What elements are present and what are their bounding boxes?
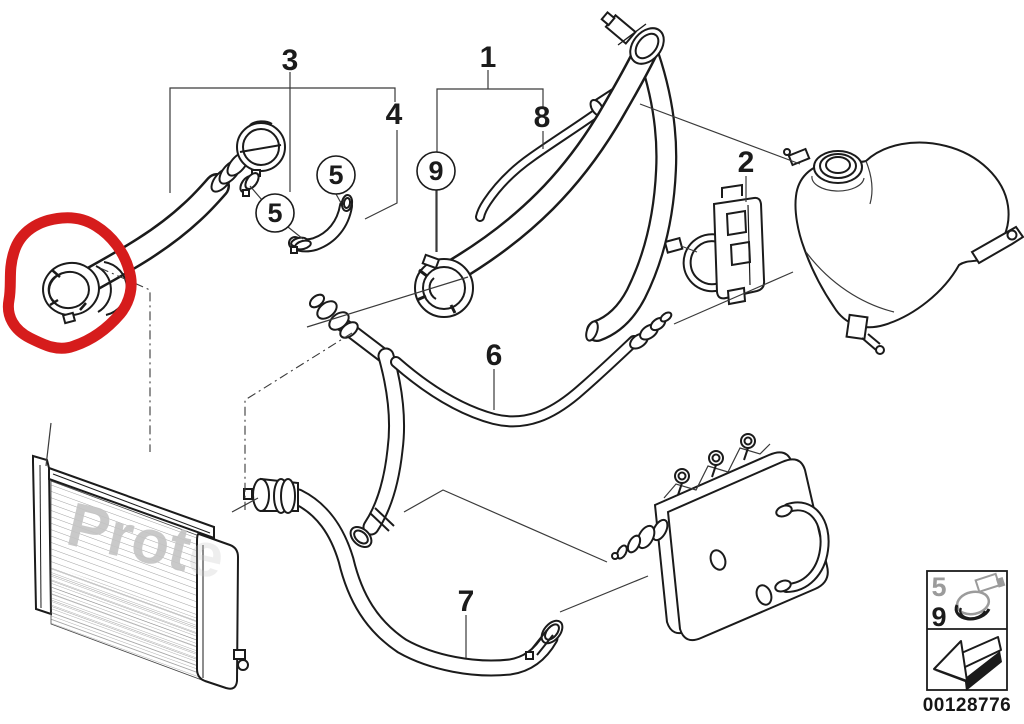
cooler-mounting-bolts: [663, 433, 771, 499]
cooler-loop-hose: [774, 501, 830, 593]
callout-6: 6: [486, 339, 503, 372]
radiator-drain-fitting: [233, 649, 246, 660]
tank-mounting-arm: [970, 225, 1024, 265]
hose-clamp-icon: [954, 572, 1006, 621]
callout-2: 2: [738, 146, 755, 179]
hose-part-6: [308, 293, 673, 548]
retaining-clip: [663, 183, 766, 306]
hose-7-left-connector: [243, 477, 299, 514]
part-number-code: 00128776: [923, 695, 1012, 716]
hose-4-clamp: [290, 236, 312, 254]
hose-6-upper-fitting: [308, 293, 359, 339]
highlight-circle: [2, 212, 137, 354]
callout-3: 3: [282, 44, 299, 77]
legend-item-5: 5: [931, 572, 946, 602]
callout-5-circled-a: 5: [255, 193, 295, 233]
oil-cooler: [611, 433, 830, 642]
callouts: 3 4 1 8 2 6 7 5 5 9: [255, 41, 755, 618]
callout-1: 1: [480, 41, 497, 74]
thermostat-cap: [236, 120, 286, 177]
callout-9-circled: 9: [416, 151, 456, 191]
highlighted-hose-connector: [42, 261, 128, 325]
callout-8: 8: [534, 101, 551, 134]
svg-text:5: 5: [267, 198, 282, 228]
cooler-inlet-fitting: [611, 518, 669, 560]
svg-text:9: 9: [428, 156, 443, 186]
legend-item-9: 9: [931, 602, 946, 632]
hose-part-3: [42, 120, 286, 325]
callout-5-circled-b: 5: [316, 155, 356, 195]
callout-4: 4: [386, 98, 403, 131]
expansion-tank: [783, 141, 1024, 355]
hose-part-7: [243, 477, 564, 677]
hose-1-top-cuff: [600, 10, 665, 65]
legend-box: 5 9: [926, 570, 1008, 691]
hose-7-right-cuff: [525, 619, 564, 660]
hose-part-1: [414, 10, 665, 318]
svg-text:5: 5: [328, 160, 343, 190]
leader-lines: [45, 70, 801, 658]
tank-bottom-fitting: [845, 313, 885, 355]
hose-part-1-branch: [585, 45, 678, 342]
hose-6-bottom-elbow: [349, 507, 395, 548]
filler-neck: [811, 150, 865, 192]
hose-3-clamp: [239, 172, 260, 197]
radiator: [32, 454, 249, 690]
direction-arrow-icon: [933, 636, 1002, 691]
hose-1-radiator-connector: [414, 253, 474, 318]
hose-6-right-fitting: [629, 311, 673, 350]
hose-part-4: [288, 194, 354, 254]
callout-7: 7: [458, 585, 475, 618]
